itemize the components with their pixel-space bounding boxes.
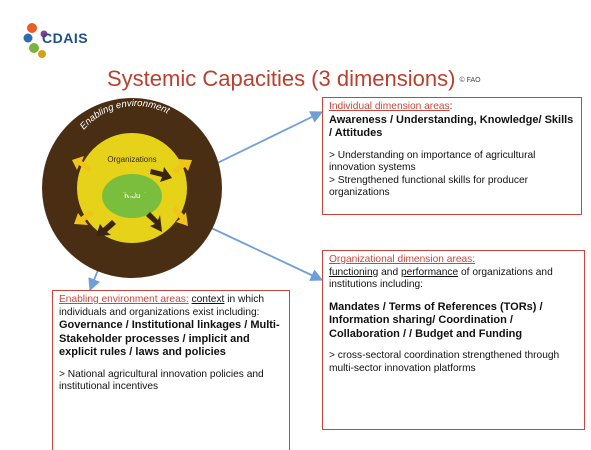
organization-arrows xyxy=(72,156,192,226)
individual-arrows xyxy=(104,176,160,218)
enabling-bullet-1: > National agricultural innovation polic… xyxy=(59,368,264,393)
enabling-heading: Enabling environment areas: xyxy=(59,294,189,305)
organizational-bullet-1: > cross-sectoral coordination strengthen… xyxy=(329,350,560,374)
individual-areas: Awareness / Understanding, Knowledge/ Sk… xyxy=(329,113,574,140)
enabling-intro-rest: in which individuals and organizations e… xyxy=(59,294,265,318)
individual-bullet-2: > Strengthened functional skills for pro… xyxy=(329,174,529,199)
enabling-environment-box: Enabling environment areas: context in w… xyxy=(52,290,290,450)
organizational-dimension-box: Organizational dimension areas: function… xyxy=(322,250,585,430)
enabling-areas: Governance / Institutional linkages / Mu… xyxy=(59,319,280,358)
organizational-areas: Mandates / Terms of References (TORs) / … xyxy=(329,300,543,340)
individual-heading-colon: : xyxy=(449,101,453,112)
word-functioning: functioning xyxy=(329,266,379,278)
logo-text: CDAIS xyxy=(42,30,89,46)
word-performance: performance xyxy=(400,266,459,278)
cdais-logo xyxy=(23,23,48,58)
organizational-intro: functioning and performance of organizat… xyxy=(329,267,578,292)
slide-title: Systemic Capacities (3 dimensions)© FAO xyxy=(107,66,481,92)
word-and: and xyxy=(378,266,401,278)
word-context: context xyxy=(191,294,225,305)
individual-bullet-1: > Understanding on importance of agricul… xyxy=(329,149,536,174)
environment-arrows xyxy=(96,167,172,236)
enabling-intro: Enabling environment areas: context in w… xyxy=(59,294,283,319)
organizational-heading: Organizational dimension areas: xyxy=(329,254,476,265)
individual-heading-line: Individual dimension areas: xyxy=(329,101,575,114)
title-copyright: © FAO xyxy=(459,76,481,84)
organizations-label: Organizations xyxy=(107,155,156,164)
organizational-intro-rest: of organizations and institutions includ… xyxy=(329,266,553,291)
title-text: Systemic Capacities (3 dimensions) xyxy=(107,66,456,91)
individual-dimension-box: Individual dimension areas: Awareness / … xyxy=(322,97,582,215)
individual-heading: Individual dimension areas xyxy=(329,101,450,112)
